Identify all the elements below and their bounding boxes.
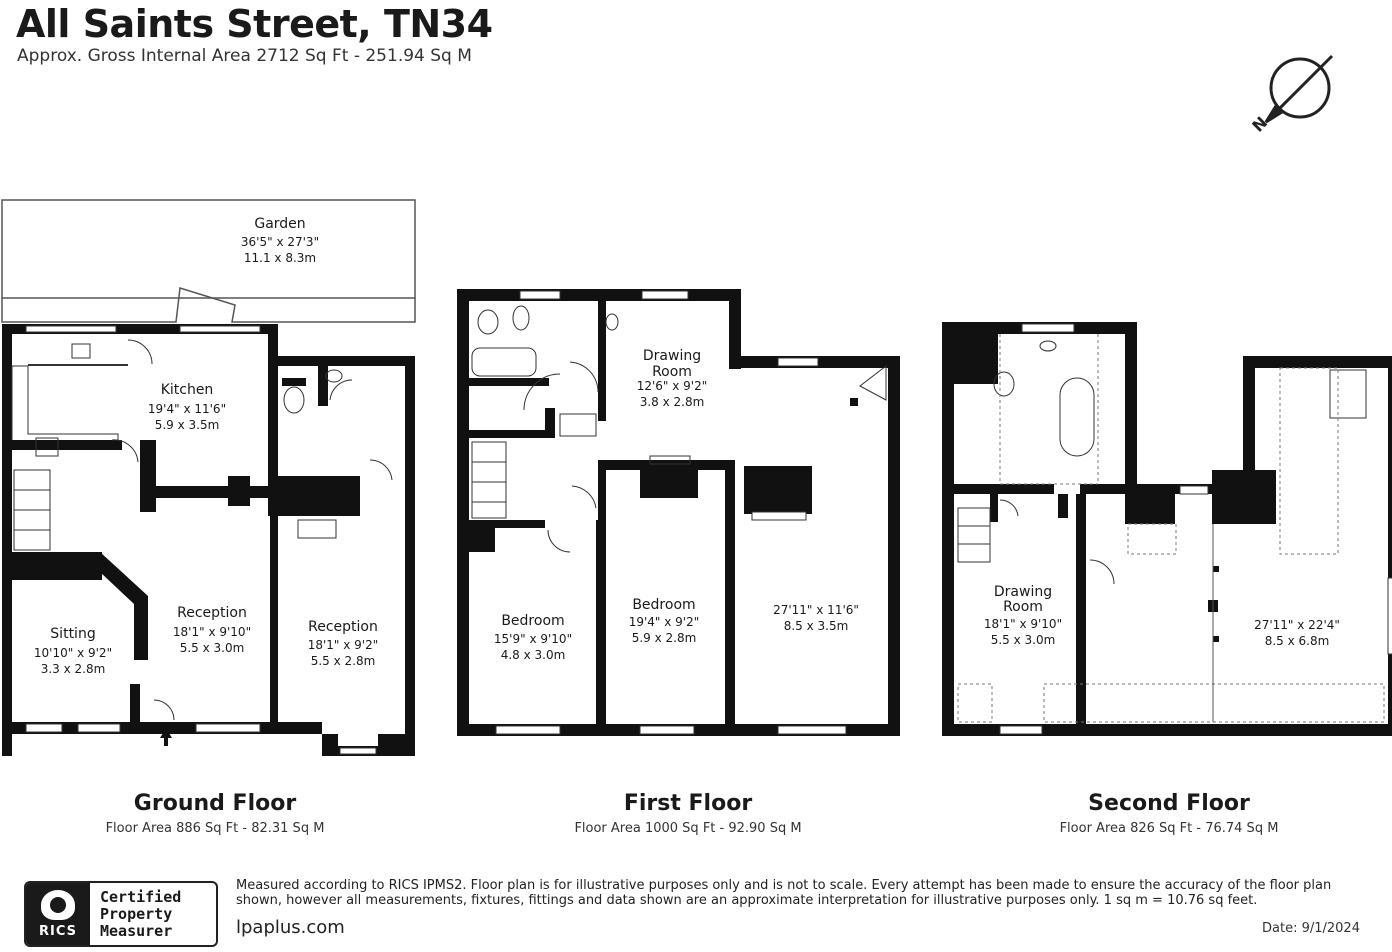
badge-line-3: Measurer (100, 921, 173, 940)
room-label-bedroom-2: Bedroom 19'4" x 9'2" 5.9 x 2.8m (629, 597, 700, 645)
svg-text:8.5 x 6.8m: 8.5 x 6.8m (1265, 634, 1330, 648)
floor-area-first: Floor Area 1000 Sq Ft - 92.90 Sq M (574, 821, 802, 836)
rics-certified-badge: RICS Certified Property Measurer (24, 881, 218, 947)
room-label-reception-2: Reception 18'1" x 9'2" 5.5 x 2.8m (308, 619, 379, 668)
room-label-sitting: Sitting 10'10" x 9'2" 3.3 x 2.8m (34, 626, 112, 676)
svg-text:8.5 x 3.5m: 8.5 x 3.5m (784, 619, 849, 633)
entrance-arrow-icon (160, 728, 172, 746)
page-subtitle: Approx. Gross Internal Area 2712 Sq Ft -… (17, 46, 472, 66)
svg-text:18'1" x 9'2": 18'1" x 9'2" (308, 638, 379, 652)
plan-date: Date: 9/1/2024 (1262, 921, 1360, 936)
svg-text:Sitting: Sitting (50, 626, 95, 642)
svg-text:10'10" x 9'2": 10'10" x 9'2" (34, 646, 112, 660)
floor-title-second: Second Floor (1088, 791, 1250, 816)
svg-text:Kitchen: Kitchen (161, 382, 214, 398)
svg-text:5.9 x 2.8m: 5.9 x 2.8m (632, 631, 697, 645)
svg-text:5.5 x 3.0m: 5.5 x 3.0m (991, 633, 1056, 647)
badge-line-2: Property (100, 904, 173, 923)
website-link[interactable]: lpaplus.com (236, 917, 345, 938)
disclaimer-text: Measured according to RICS IPMS2. Floor … (236, 878, 1332, 908)
room-label-kitchen: Kitchen 19'4" x 11'6" 5.9 x 3.5m (148, 382, 226, 432)
svg-text:3.3 x 2.8m: 3.3 x 2.8m (41, 662, 106, 676)
svg-text:5.5 x 2.8m: 5.5 x 2.8m (311, 654, 376, 668)
room-label-second-floor-large: 27'11" x 22'4" 8.5 x 6.8m (1254, 618, 1340, 648)
svg-text:5.5 x 3.0m: 5.5 x 3.0m (180, 641, 245, 655)
ground-floor-plan (1, 199, 416, 756)
room-label-drawing-room-2: Drawing Room 18'1" x 9'10" 5.5 x 3.0m (984, 584, 1062, 647)
rics-brand: RICS (39, 924, 77, 939)
svg-text:Room: Room (1003, 599, 1043, 615)
svg-text:Garden: Garden (254, 216, 305, 232)
svg-text:5.9 x 3.5m: 5.9 x 3.5m (155, 418, 220, 432)
room-label-bedroom-1: Bedroom 15'9" x 9'10" 4.8 x 3.0m (494, 613, 572, 662)
room-label-garden: Garden 36'5" x 27'3" 11.1 x 8.3m (241, 216, 319, 265)
north-arrow-icon (1264, 54, 1334, 124)
svg-text:15'9" x 9'10": 15'9" x 9'10" (494, 632, 572, 646)
room-label-drawing-room-1: Drawing Room 12'6" x 9'2" 3.8 x 2.8m (637, 348, 708, 409)
garden-outline (1, 199, 416, 299)
svg-text:19'4" x 9'2": 19'4" x 9'2" (629, 615, 700, 629)
rics-logo: RICS (26, 883, 90, 945)
svg-text:Room: Room (652, 364, 692, 380)
svg-text:18'1" x 9'10": 18'1" x 9'10" (984, 617, 1062, 631)
svg-text:12'6" x 9'2": 12'6" x 9'2" (637, 379, 708, 393)
svg-text:Drawing: Drawing (994, 584, 1052, 600)
room-label-reception-1: Reception 18'1" x 9'10" 5.5 x 3.0m (173, 605, 251, 655)
rics-lion-icon (41, 890, 75, 920)
svg-text:4.8 x 3.0m: 4.8 x 3.0m (501, 648, 566, 662)
north-label: N (1248, 113, 1271, 136)
rics-badge-text: Certified Property Measurer (90, 883, 216, 945)
svg-text:Drawing: Drawing (643, 348, 701, 364)
floor-title-first: First Floor (623, 791, 753, 816)
room-label-first-floor-large: 27'11" x 11'6" 8.5 x 3.5m (773, 603, 859, 633)
svg-text:36'5" x 27'3": 36'5" x 27'3" (241, 235, 319, 249)
floor-area-ground: Floor Area 886 Sq Ft - 82.31 Sq M (105, 821, 325, 836)
svg-text:Reception: Reception (308, 619, 378, 635)
svg-text:Bedroom: Bedroom (501, 613, 564, 629)
svg-text:Bedroom: Bedroom (632, 597, 695, 613)
svg-text:27'11" x 11'6": 27'11" x 11'6" (773, 603, 859, 617)
second-floor-plan (942, 322, 1392, 736)
page-title: All Saints Street, TN34 (16, 2, 493, 46)
svg-text:18'1" x 9'10": 18'1" x 9'10" (173, 625, 251, 639)
badge-line-1: Certified (100, 887, 182, 906)
svg-text:Reception: Reception (177, 605, 247, 621)
svg-text:11.1 x 8.3m: 11.1 x 8.3m (244, 251, 316, 265)
floor-area-second: Floor Area 826 Sq Ft - 76.74 Sq M (1059, 821, 1279, 836)
svg-text:3.8 x 2.8m: 3.8 x 2.8m (640, 395, 705, 409)
svg-text:19'4" x 11'6": 19'4" x 11'6" (148, 402, 226, 416)
floor-title-ground: Ground Floor (133, 791, 297, 816)
svg-text:27'11" x 22'4": 27'11" x 22'4" (1254, 618, 1340, 632)
